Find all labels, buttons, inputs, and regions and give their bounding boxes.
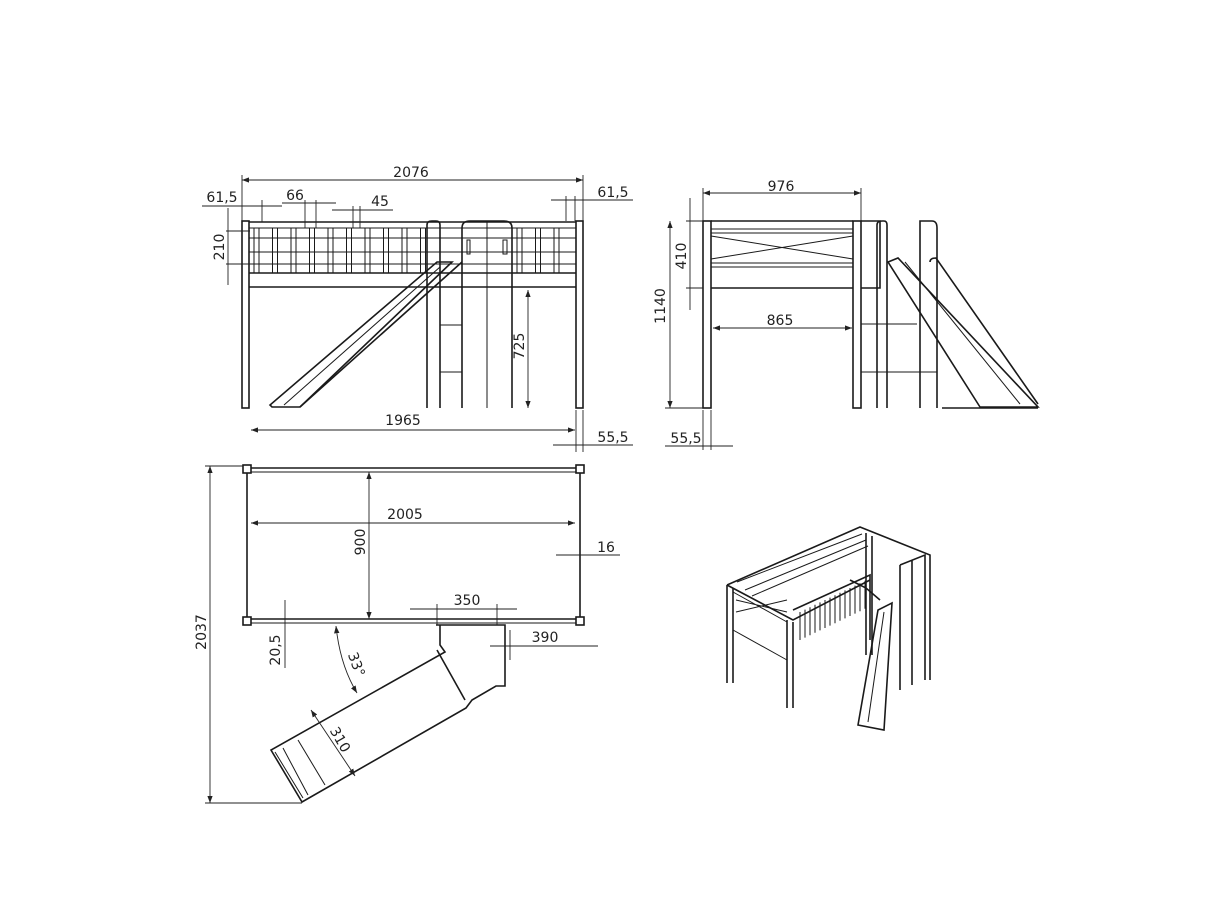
dim-top-rail-offset: 16 — [597, 540, 615, 556]
dim-front-inner-width: 1965 — [385, 413, 421, 429]
dim-side-overall-height: 1140 — [653, 288, 669, 324]
dim-front-overall-width: 2076 — [393, 165, 429, 181]
dim-top-ladder-offset: 390 — [532, 630, 559, 646]
dim-front-post-right: 61,5 — [597, 185, 628, 201]
isometric-slats — [799, 580, 866, 640]
dim-top-slide-angle: 33° — [344, 650, 368, 679]
baluster — [383, 227, 389, 274]
dim-side-overall-depth: 976 — [768, 179, 795, 195]
balusters — [253, 227, 560, 274]
dim-front-ladder-height: 725 — [512, 333, 528, 360]
top-view: 2005 900 16 350 390 20,5 33° 310 2037 — [194, 464, 620, 804]
dim-top-overall-depth: 2037 — [194, 614, 210, 650]
dim-side-leg-width: 55,5 — [670, 431, 701, 447]
baluster — [327, 227, 334, 274]
dim-top-rail-thickness: 20,5 — [268, 634, 284, 665]
dim-front-baluster-width: 45 — [371, 194, 389, 210]
baluster — [401, 227, 408, 274]
isometric-view — [726, 526, 931, 731]
baluster — [364, 227, 371, 274]
baluster — [553, 227, 560, 274]
dim-front-rail-height: 210 — [212, 234, 228, 261]
dim-top-slide-width: 310 — [326, 724, 353, 755]
baluster — [253, 227, 260, 274]
baluster — [535, 227, 541, 274]
dim-side-inner-depth: 865 — [767, 313, 794, 329]
dim-top-length: 2005 — [387, 507, 423, 523]
baluster — [309, 227, 315, 274]
front-view: 2076 61,5 66 45 61,5 210 725 1965 55,5 — [202, 165, 633, 452]
baluster — [420, 227, 426, 274]
dim-top-ladder-width: 350 — [454, 593, 481, 609]
side-view: 976 410 1140 865 55,5 — [653, 179, 1040, 450]
dim-front-leg-width: 55,5 — [597, 430, 628, 446]
dim-front-post-left: 61,5 — [206, 190, 237, 206]
baluster — [346, 227, 352, 274]
baluster — [290, 227, 297, 274]
baluster — [516, 227, 523, 274]
baluster — [272, 227, 278, 274]
dim-front-baluster-spacing: 66 — [286, 188, 304, 204]
dim-top-width: 900 — [353, 529, 369, 556]
dim-side-panel-height: 410 — [674, 243, 690, 270]
